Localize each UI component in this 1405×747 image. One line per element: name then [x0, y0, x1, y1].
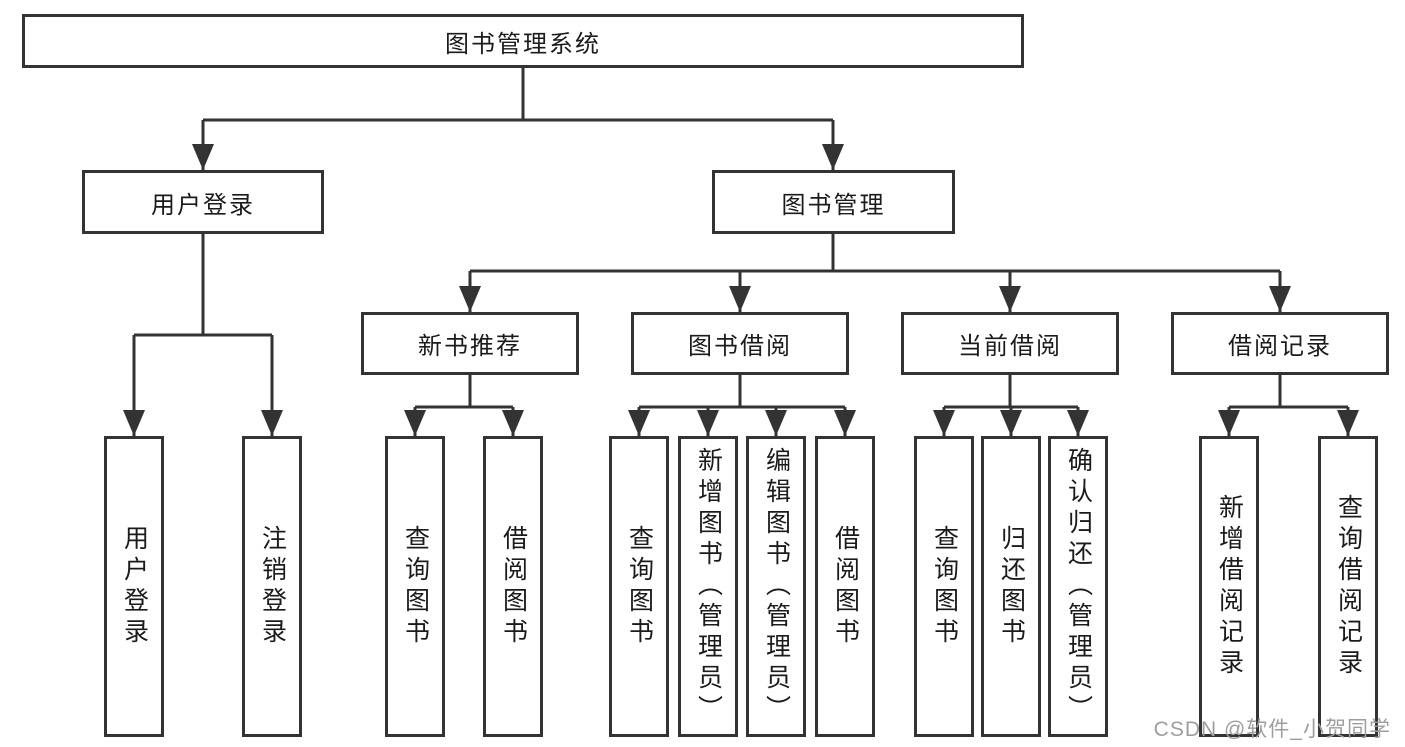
connector-user-login [123, 234, 283, 436]
connector-book-borrow [628, 375, 856, 436]
leaf-label: 查询图书 [625, 524, 654, 649]
leaf-logout: 注销登录 [242, 436, 302, 737]
leaf-label: 用户登录 [120, 524, 149, 649]
connector-current-borrow [933, 375, 1089, 436]
leaf-borrow-books-newbooks: 借阅图书 [483, 436, 543, 737]
connector-borrow-records [1218, 375, 1359, 436]
leaf-borrow-books-borrow: 借阅图书 [815, 436, 875, 737]
leaf-label: 编辑图书（管理员） [762, 447, 791, 726]
leaf-label: 新增借阅记录 [1215, 493, 1244, 680]
leaf-query-books-current: 查询图书 [914, 436, 974, 737]
leaf-query-books-borrow: 查询图书 [609, 436, 669, 737]
leaf-label: 查询图书 [401, 524, 430, 649]
leaf-user-login: 用户登录 [104, 436, 164, 737]
leaf-label: 注销登录 [258, 524, 287, 649]
csdn-watermark: CSDN @软件_小贺同学 [1153, 718, 1391, 741]
connector-root [192, 68, 844, 170]
leaf-label: 新增图书（管理员） [694, 447, 723, 726]
node-book-mgmt: 图书管理 [712, 170, 955, 234]
leaf-label: 查询借阅记录 [1334, 493, 1363, 680]
leaf-label: 借阅图书 [499, 524, 528, 649]
node-new-books: 新书推荐 [361, 312, 579, 375]
leaf-query-books-newbooks: 查询图书 [385, 436, 445, 737]
leaf-add-book-admin: 新增图书（管理员） [678, 436, 738, 737]
leaf-label: 查询图书 [930, 524, 959, 649]
node-borrow-records: 借阅记录 [1171, 312, 1389, 375]
node-current-borrow: 当前借阅 [901, 312, 1119, 375]
leaf-return-book: 归还图书 [981, 436, 1041, 737]
connector-new-books [404, 375, 524, 436]
leaf-confirm-return-admin: 确认归还（管理员） [1048, 436, 1108, 737]
leaf-label: 归还图书 [997, 524, 1026, 649]
connector-book-mgmt [459, 234, 1291, 312]
leaf-add-borrow-record: 新增借阅记录 [1199, 436, 1259, 737]
node-user-login: 用户登录 [82, 170, 324, 234]
node-root: 图书管理系统 [22, 14, 1024, 68]
leaf-label: 确认归还（管理员） [1064, 447, 1093, 726]
leaf-query-borrow-record: 查询借阅记录 [1318, 436, 1378, 737]
leaf-edit-book-admin: 编辑图书（管理员） [746, 436, 806, 737]
node-book-borrow: 图书借阅 [631, 312, 849, 375]
leaf-label: 借阅图书 [831, 524, 860, 649]
